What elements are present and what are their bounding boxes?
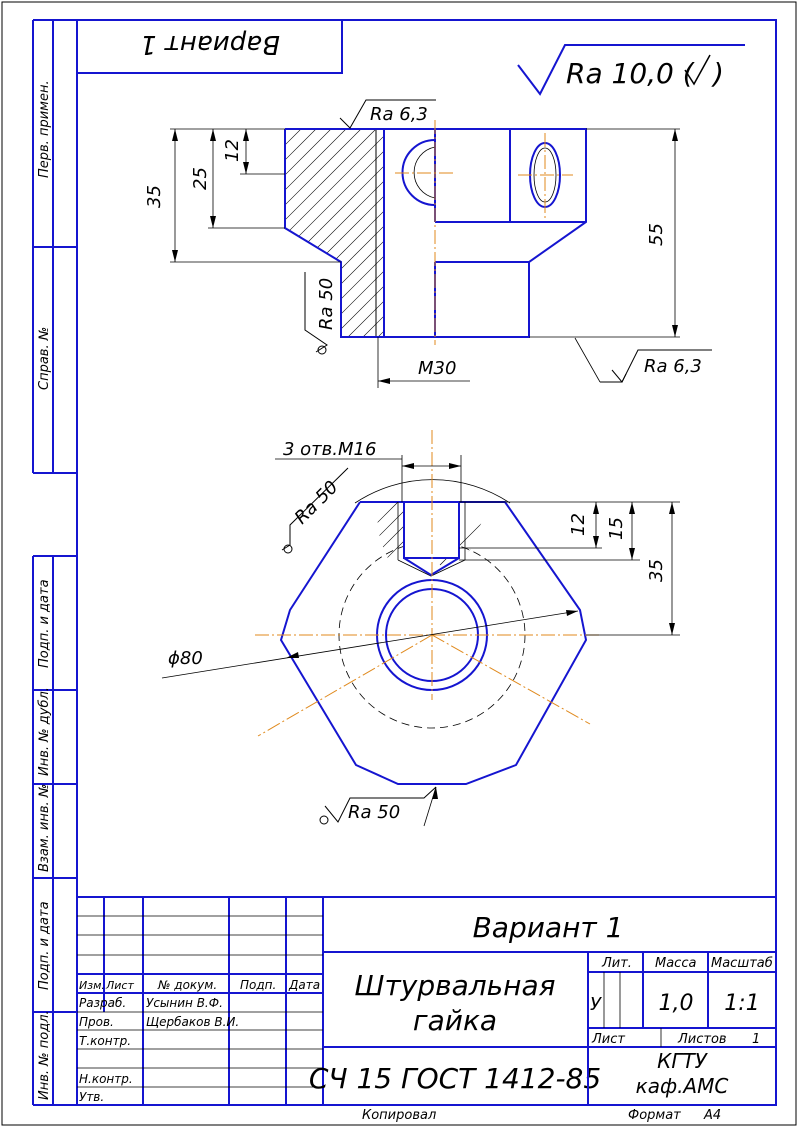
roughness-bottom: Ra 6,3: [644, 356, 702, 377]
side-label-vzam-inv: Взам. инв. №: [37, 784, 52, 872]
tb-masshtab-value: 1:1: [724, 991, 759, 1016]
side-label-inv-dubl: Инв. № дубл.: [37, 687, 52, 776]
plan-view: 3 отв.М16 12 15 35 ϕ80 Ra 50 Ra 50: [161, 430, 680, 827]
plan-dim-35: 35: [646, 559, 667, 582]
tb-massa-value: 1,0: [659, 991, 694, 1016]
plan-dim-12: 12: [568, 513, 589, 536]
side-label-podp-data-2: Подп. и дата: [37, 901, 52, 990]
dim-35: 35: [144, 185, 165, 208]
row-nkontr: Н.контр.: [79, 1072, 133, 1086]
tb-org-line1: КГТУ: [657, 1049, 709, 1073]
tb-listov-label: Листов: [677, 1032, 727, 1047]
col-data: Дата: [288, 978, 320, 992]
col-doc: № докум.: [157, 978, 217, 992]
tb-name-line1: Штурвальная: [355, 969, 556, 1002]
tb-material: СЧ 15 ГОСТ 1412-85: [309, 1062, 601, 1095]
tb-format-value: А4: [703, 1108, 721, 1123]
row-utv: Утв.: [79, 1090, 104, 1104]
side-label-perv-primen: Перв. примен.: [37, 80, 52, 178]
roughness-top: Ra 6,3: [370, 104, 428, 125]
general-roughness-close: ): [711, 57, 724, 90]
dim-25: 25: [190, 167, 211, 190]
tb-org-line2: каф.АМС: [636, 1074, 729, 1098]
section-view: 35 25 12 55 М30 Ra 6,3 Ra 50 Ra 6,3: [144, 99, 712, 388]
side-label-sprav-no: Справ. №: [37, 327, 52, 390]
tb-kopiroval: Копировал: [362, 1108, 436, 1123]
general-roughness-text: Ra 10,0 (: [566, 57, 695, 90]
rotated-variant-box: [76, 19, 343, 74]
side-stamp: Перв. примен. Справ. № Подп. и дата Инв.…: [32, 19, 77, 1106]
plan-roughness-upper: Ra 50: [291, 477, 343, 529]
tb-lit-label: Лит.: [601, 956, 632, 971]
plan-dim-phi80: ϕ80: [168, 648, 203, 669]
plan-roughness-lower: Ra 50: [348, 802, 400, 823]
title-block: Изм. Лист № докум. Подп. Дата Разраб. Ус…: [77, 896, 776, 1123]
row-prov-name: Щербаков В.И.: [146, 1015, 239, 1029]
dim-55: 55: [646, 223, 667, 246]
rotated-variant-text: Вариант 1: [140, 29, 280, 59]
tb-listov-value: 1: [752, 1032, 760, 1047]
dim-12: 12: [222, 139, 243, 162]
row-tkontr: Т.контр.: [79, 1034, 131, 1048]
tb-masshtab-label: Масштаб: [711, 956, 773, 971]
general-roughness: Ra 10,0 ( ): [517, 44, 745, 96]
side-label-inv-podl: Инв. № подл.: [37, 1010, 52, 1100]
dim-m30: М30: [418, 358, 456, 379]
col-list: Лист: [105, 979, 134, 992]
holes-label: 3 отв.М16: [283, 439, 376, 460]
tb-massa-label: Масса: [655, 956, 696, 971]
tb-list-label: Лист: [591, 1032, 625, 1047]
row-razrab: Разраб.: [79, 996, 126, 1010]
side-label-podp-data-1: Подп. и дата: [37, 579, 52, 668]
tb-lit-value: У: [590, 994, 602, 1015]
row-prov: Пров.: [79, 1015, 114, 1029]
row-razrab-name: Усынин В.Ф.: [146, 996, 223, 1010]
roughness-left: Ra 50: [316, 278, 337, 330]
tb-name-line2: гайка: [413, 1004, 497, 1037]
plan-dim-15: 15: [606, 517, 627, 540]
col-podp: Подп.: [240, 978, 276, 992]
tb-variant: Вариант 1: [473, 911, 624, 944]
inner-frame: [76, 19, 777, 1106]
tb-format-label: Формат: [628, 1108, 681, 1123]
col-izm: Изм.: [79, 979, 105, 992]
